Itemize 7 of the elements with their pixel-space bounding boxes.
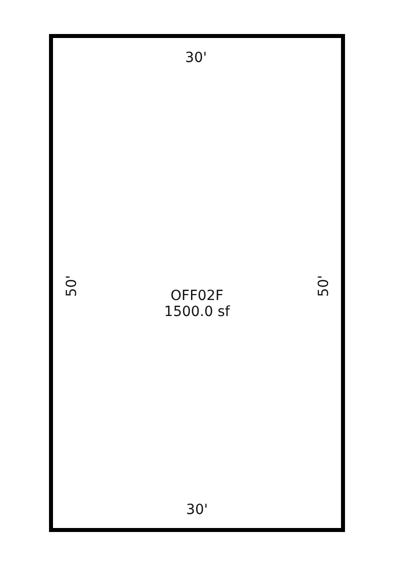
room-outline bbox=[49, 34, 345, 532]
dimension-label: 30' bbox=[185, 50, 207, 66]
room-name: OFF02F bbox=[170, 288, 224, 304]
room-area: 1500.0 sf bbox=[164, 304, 230, 320]
dimension-label: 50' bbox=[316, 275, 332, 297]
dimension-label: 50' bbox=[64, 275, 80, 297]
dimension-label: 30' bbox=[186, 502, 208, 518]
